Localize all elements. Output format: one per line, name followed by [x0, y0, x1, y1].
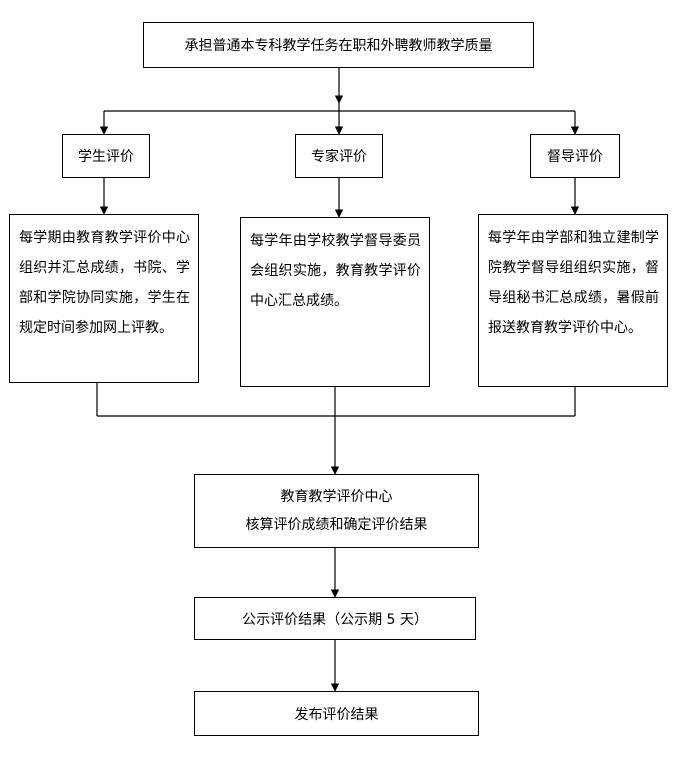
evaluation-center-title: 教育教学评价中心 [280, 489, 393, 505]
expert-eval-label: 专家评价 [311, 149, 367, 165]
student-eval-description: 每学期由教育教学评价中心组织并汇总成绩，书院、学部和学院协同实施，学生在规定时间… [9, 214, 199, 383]
publish-box: 发布评价结果 [194, 691, 479, 736]
supervisor-eval-text: 每学年由学部和独立建制学院教学督导组组织实施，督导组秘书汇总成绩，暑假前报送教育… [488, 230, 659, 336]
student-eval-box: 学生评价 [62, 134, 150, 178]
supervisor-eval-description: 每学年由学部和独立建制学院教学督导组组织实施，督导组秘书汇总成绩，暑假前报送教育… [478, 214, 668, 387]
publicize-label: 公示评价结果（公示期 5 天） [242, 611, 428, 628]
expert-eval-text: 每学年由学校教学督导委员会组织实施，教育教学评价中心汇总成绩。 [250, 233, 421, 309]
supervisor-eval-box: 督导评价 [530, 134, 620, 178]
top-title: 承担普通本专科教学任务在职和外聘教师教学质量 [184, 38, 493, 54]
student-eval-text: 每学期由教育教学评价中心组织并汇总成绩，书院、学部和学院协同实施，学生在规定时间… [19, 230, 190, 336]
evaluation-center-task: 核算评价成绩和确定评价结果 [245, 517, 428, 533]
evaluation-center-box: 教育教学评价中心 核算评价成绩和确定评价结果 [194, 474, 479, 548]
expert-eval-box: 专家评价 [295, 134, 383, 178]
expert-eval-description: 每学年由学校教学督导委员会组织实施，教育教学评价中心汇总成绩。 [240, 217, 430, 387]
student-eval-label: 学生评价 [78, 149, 134, 165]
supervisor-eval-label: 督导评价 [547, 149, 603, 165]
publicize-box: 公示评价结果（公示期 5 天） [194, 597, 476, 640]
publish-label: 发布评价结果 [294, 706, 379, 723]
top-box: 承担普通本专科教学任务在职和外聘教师教学质量 [143, 22, 534, 68]
